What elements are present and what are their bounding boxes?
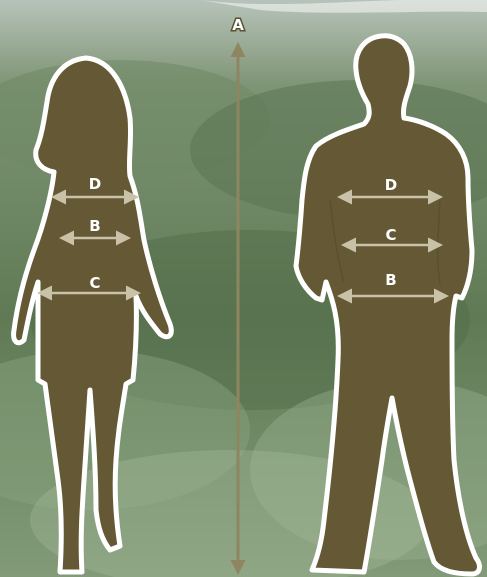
man-measure-label-c: C [385,226,396,244]
woman-measure-label-b: B [89,217,100,235]
man-measure-label-d: D [385,176,397,194]
height-label: A [232,16,244,34]
woman-measure-label-d: D [89,175,101,193]
man-measure-label-b: B [385,271,396,289]
woman-measure-label-c: C [89,274,100,292]
